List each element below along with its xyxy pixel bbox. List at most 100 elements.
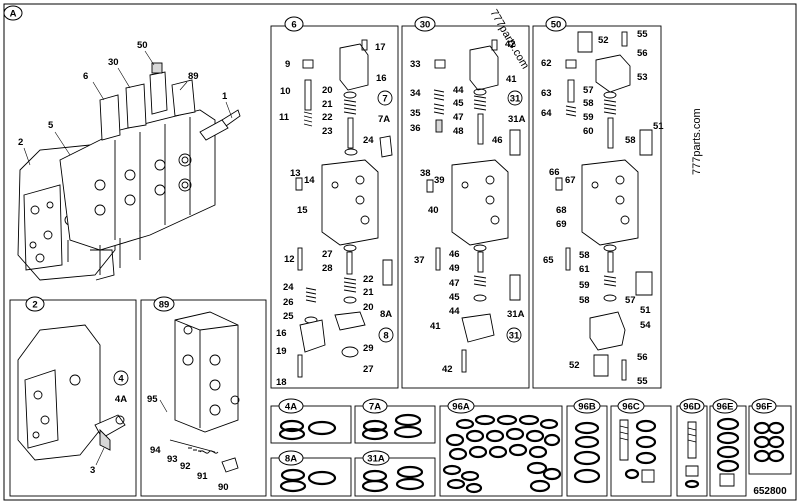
svg-text:26: 26 [283, 297, 294, 308]
svg-text:2: 2 [32, 300, 37, 311]
svg-text:42: 42 [505, 39, 516, 50]
svg-text:52: 52 [598, 35, 609, 46]
kit-96B: 96B [566, 398, 608, 497]
svg-text:58: 58 [579, 250, 590, 261]
watermark-2: 777parts.com [691, 108, 703, 175]
svg-text:4: 4 [118, 374, 124, 385]
svg-text:31A: 31A [508, 114, 526, 125]
svg-text:55: 55 [637, 376, 648, 387]
svg-text:45: 45 [453, 98, 464, 109]
svg-text:96B: 96B [578, 402, 596, 413]
svg-text:44: 44 [449, 306, 460, 317]
svg-text:96F: 96F [756, 402, 773, 413]
panel-2-drawing [17, 324, 126, 461]
panel-89-callouts: 95 94 93 92 91 90 [147, 394, 229, 493]
svg-text:96E: 96E [717, 402, 734, 413]
panel-2 [9, 299, 137, 497]
svg-text:37: 37 [414, 255, 425, 266]
panel-89 [140, 299, 267, 497]
svg-text:30: 30 [108, 57, 119, 68]
svg-text:24: 24 [283, 282, 294, 293]
svg-text:52: 52 [569, 360, 580, 371]
svg-text:8A: 8A [285, 454, 297, 465]
svg-text:96D: 96D [683, 402, 701, 413]
svg-text:5: 5 [48, 120, 54, 131]
svg-text:27: 27 [363, 364, 374, 375]
svg-text:96A: 96A [452, 402, 470, 413]
svg-text:47: 47 [453, 112, 464, 123]
svg-text:10: 10 [280, 86, 291, 97]
svg-text:2: 2 [18, 137, 23, 148]
svg-text:46: 46 [492, 135, 503, 146]
svg-text:31: 31 [510, 94, 521, 105]
panel-6-callouts: 17 9 16 10 20 7 21 7A 11 22 23 24 13 14 … [276, 42, 394, 388]
figure-number: 652800 [753, 486, 787, 497]
svg-text:57: 57 [583, 85, 594, 96]
kit-96F: 96F [748, 398, 792, 475]
svg-text:61: 61 [579, 264, 590, 275]
svg-text:7A: 7A [378, 114, 390, 125]
svg-text:48: 48 [453, 126, 464, 137]
svg-text:7: 7 [382, 94, 387, 105]
svg-text:4A: 4A [115, 394, 127, 405]
svg-text:27: 27 [322, 249, 333, 260]
svg-text:A: A [10, 9, 17, 20]
panel-6-drawing [295, 39, 393, 378]
svg-text:23: 23 [322, 126, 333, 137]
kit-96C: 96C [610, 398, 672, 497]
kit-96A: 96A [439, 398, 563, 497]
svg-text:13: 13 [290, 168, 301, 179]
svg-text:35: 35 [410, 108, 421, 119]
panel-50-callouts: 55 52 56 62 53 63 57 58 64 59 60 51 58 6… [541, 29, 664, 387]
svg-text:42: 42 [442, 364, 453, 375]
svg-text:4A: 4A [285, 402, 297, 413]
svg-text:34: 34 [410, 88, 421, 99]
svg-text:95: 95 [147, 394, 158, 405]
svg-text:16: 16 [376, 73, 387, 84]
svg-text:11: 11 [279, 112, 290, 123]
svg-text:8: 8 [383, 331, 388, 342]
svg-text:7A: 7A [369, 402, 381, 413]
svg-text:30: 30 [420, 20, 431, 31]
svg-text:24: 24 [363, 135, 374, 146]
svg-text:25: 25 [283, 311, 294, 322]
svg-text:6: 6 [291, 20, 296, 31]
svg-text:51: 51 [653, 121, 664, 132]
svg-text:66: 66 [549, 167, 560, 178]
svg-text:1: 1 [222, 91, 228, 102]
svg-text:50: 50 [551, 20, 562, 31]
svg-text:65: 65 [543, 255, 554, 266]
svg-text:68: 68 [556, 205, 567, 216]
svg-text:55: 55 [637, 29, 648, 40]
panel-6 [270, 25, 399, 389]
svg-text:21: 21 [322, 99, 333, 110]
figure-number-box [747, 482, 793, 498]
svg-text:64: 64 [541, 108, 552, 119]
svg-text:12: 12 [284, 254, 295, 265]
svg-text:39: 39 [434, 175, 445, 186]
svg-text:60: 60 [583, 126, 594, 137]
svg-text:53: 53 [637, 72, 648, 83]
main-callouts: 50 30 89 6 1 5 2 [18, 40, 233, 166]
panel-30-drawing [426, 39, 521, 373]
kit-7A: 7A [354, 398, 436, 444]
svg-text:31A: 31A [367, 454, 385, 465]
svg-text:41: 41 [430, 321, 441, 332]
svg-text:63: 63 [541, 88, 552, 99]
svg-text:40: 40 [428, 205, 439, 216]
svg-text:56: 56 [637, 48, 648, 59]
main-valve-assembly [17, 62, 241, 281]
svg-text:59: 59 [579, 280, 590, 291]
svg-text:58: 58 [583, 98, 594, 109]
svg-text:20: 20 [363, 302, 374, 313]
svg-text:17: 17 [375, 42, 386, 53]
svg-text:67: 67 [565, 175, 576, 186]
panel-30 [401, 25, 530, 389]
panel-50-header: 50 [545, 16, 567, 32]
svg-text:90: 90 [218, 482, 229, 493]
svg-text:62: 62 [541, 58, 552, 69]
svg-text:58: 58 [579, 295, 590, 306]
svg-text:31: 31 [509, 331, 520, 342]
svg-text:51: 51 [640, 305, 651, 316]
